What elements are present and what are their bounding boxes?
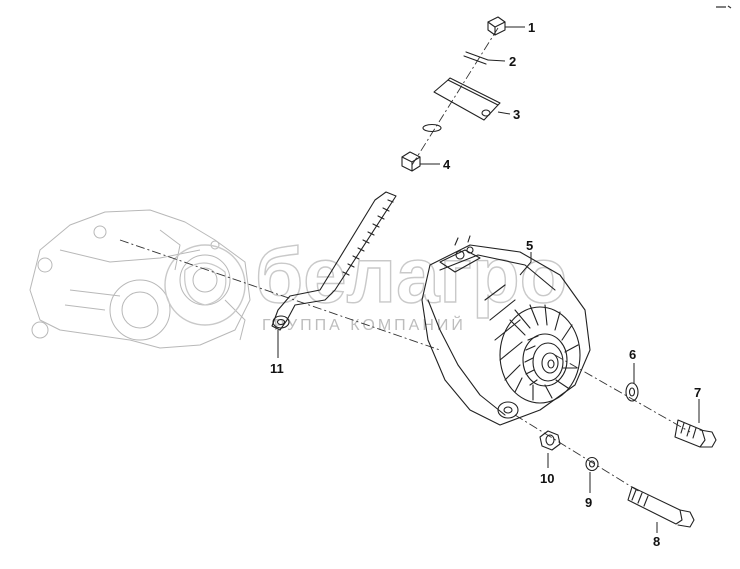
part-10-nut [539,430,561,451]
o-ring [422,123,442,133]
part-4-nut [401,151,421,172]
corner-mark [716,5,732,9]
callout-4: 4 [443,157,451,172]
callout-10: 10 [540,471,554,486]
callout-9: 9 [585,495,592,510]
part-6-washer [625,382,639,402]
callout-7: 7 [694,385,701,400]
part-2-washer [463,51,489,65]
callout-11: 11 [270,361,284,376]
watermark-subtitle: ГРУППА КОМПАНИЙ [262,315,466,334]
leader-lines [277,26,700,533]
part-3-spacer [433,77,501,121]
part-5-alternator [421,235,591,426]
watermark: белагро ГРУППА КОМПАНИЙ [164,230,568,334]
axis-lower-left [119,239,441,351]
part-7-bolt [674,419,717,448]
callout-8: 8 [653,534,660,549]
callout-6: 6 [629,347,636,362]
engine-block-ghost [29,209,251,349]
axis-bolt-lower [514,414,641,493]
axis-upper [411,27,499,166]
part-11-bracket-rod [271,191,397,331]
callout-labels: 1 2 3 4 5 6 7 8 9 10 11 [270,20,701,549]
axis-bolt-upper [554,354,691,433]
part-8-long-bolt [627,486,695,528]
watermark-brand: белагро [255,231,567,319]
callout-2: 2 [509,54,516,69]
callout-3: 3 [513,107,520,122]
callout-5: 5 [526,238,533,253]
part-9-washer [585,456,599,472]
part-1-cap-nut [487,16,506,36]
callout-1: 1 [528,20,535,35]
